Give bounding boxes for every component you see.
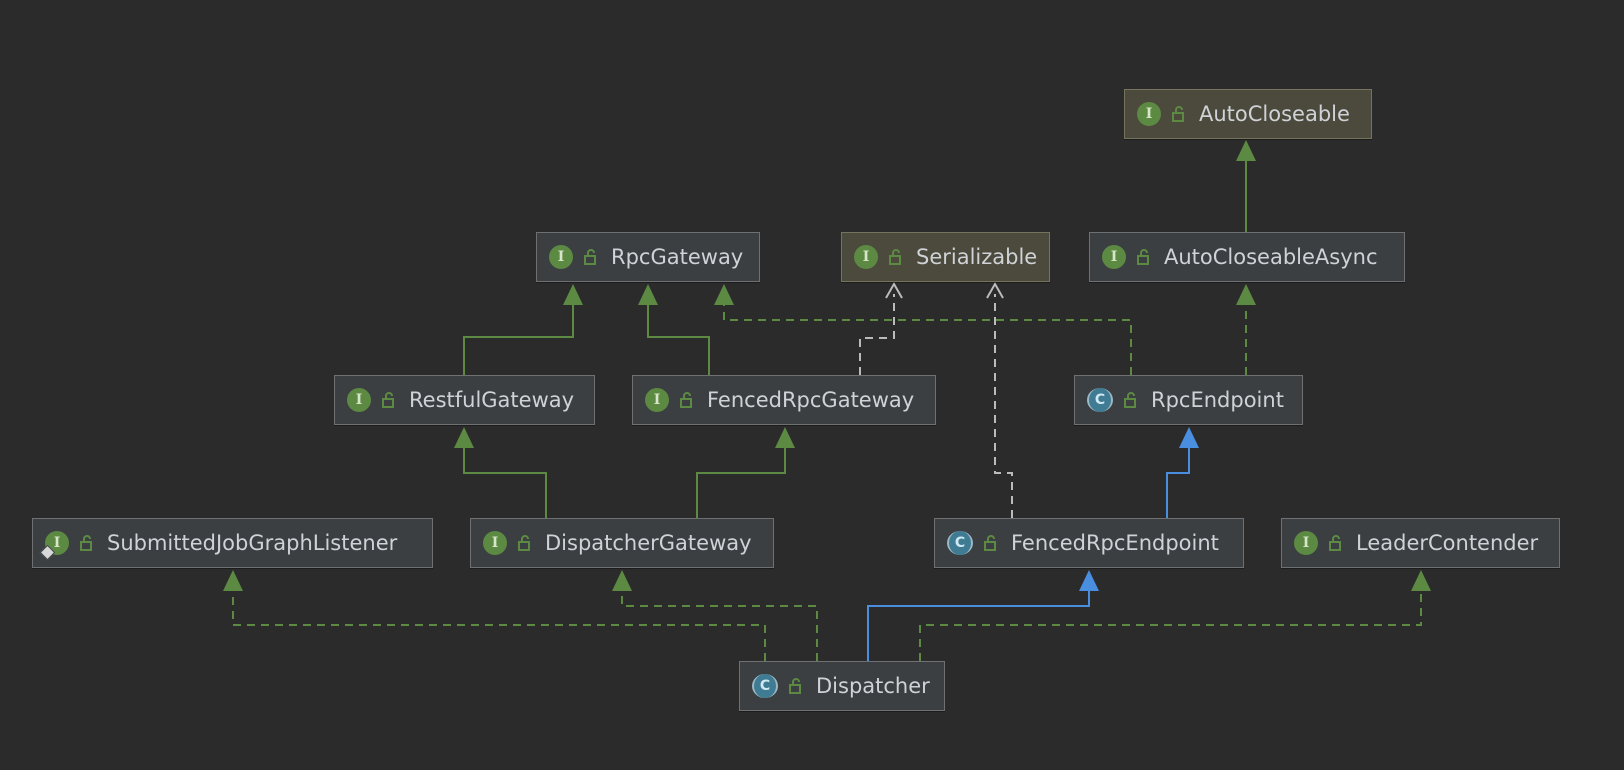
public-visibility-icon [1172, 106, 1184, 122]
arrowhead-serializable-right [986, 281, 1004, 299]
node-label: DispatcherGateway [545, 531, 752, 555]
edge-restfulgateway-to-rpcgateway [463, 294, 574, 375]
interface-icon: I [483, 531, 507, 555]
interface-icon: I [1102, 245, 1126, 269]
node-serializable[interactable]: I Serializable [841, 232, 1050, 282]
interface-icon: I [39, 531, 69, 561]
public-visibility-icon [1329, 535, 1341, 551]
node-fencedrpcgateway[interactable]: I FencedRpcGateway [632, 375, 936, 425]
arrowhead-serializable-left [885, 281, 903, 299]
interface-icon: I [549, 245, 573, 269]
abstract-class-icon: C [1087, 388, 1113, 412]
node-label: AutoCloseable [1199, 102, 1350, 126]
edge-fencedrpcendpoint-to-serializable [994, 294, 1013, 518]
node-label: AutoCloseableAsync [1164, 245, 1378, 269]
node-label: LeaderContender [1356, 531, 1539, 555]
arrowhead-rpcgateway-left [563, 284, 583, 305]
node-restfulgateway[interactable]: I RestfulGateway [334, 375, 595, 425]
node-label: RpcEndpoint [1151, 388, 1284, 412]
public-visibility-icon [382, 392, 394, 408]
node-dispatcher[interactable]: C Dispatcher [739, 661, 945, 711]
node-leadercontender[interactable]: I LeaderContender [1281, 518, 1560, 568]
arrowhead-submittedjobgraphlistener [223, 570, 243, 591]
edge-rpcendpoint-to-rpcgateway [723, 294, 1132, 375]
arrowhead-rpcgateway-right [714, 284, 734, 305]
edge-dispatcher-to-submittedjobgraphlistener [232, 580, 766, 661]
node-dispatchergateway[interactable]: I DispatcherGateway [470, 518, 774, 568]
arrowhead-restfulgateway [454, 427, 474, 448]
arrowhead-dispatchergateway [612, 570, 632, 591]
edge-fencedrpcgateway-to-rpcgateway [647, 294, 710, 375]
abstract-class-icon: C [752, 674, 778, 698]
node-label: Serializable [916, 245, 1038, 269]
kind-letter: I [53, 535, 61, 551]
arrowhead-autocloseable [1236, 140, 1256, 161]
node-label: RestfulGateway [409, 388, 575, 412]
abstract-class-icon: C [947, 531, 973, 555]
interface-icon: I [854, 245, 878, 269]
arrowhead-autocloseableasync [1236, 284, 1256, 305]
edge-dispatchergateway-to-restfulgateway [463, 437, 547, 518]
node-fencedrpcendpoint[interactable]: C FencedRpcEndpoint [934, 518, 1244, 568]
node-label: RpcGateway [611, 245, 744, 269]
interface-icon: I [1137, 102, 1161, 126]
node-label: Dispatcher [816, 674, 930, 698]
edge-dispatchergateway-to-fencedrpcgateway [696, 437, 786, 518]
arrowhead-rpcgateway-mid [638, 284, 658, 305]
arrowhead-rpcendpoint [1179, 427, 1199, 448]
arrowhead-leadercontender [1411, 570, 1431, 591]
public-visibility-icon [1137, 249, 1149, 265]
node-submittedjobgraphlistener[interactable]: I SubmittedJobGraphListener [32, 518, 433, 568]
node-autocloseable[interactable]: I AutoCloseable [1124, 89, 1372, 139]
public-visibility-icon [789, 678, 801, 694]
interface-icon: I [347, 388, 371, 412]
node-rpcgateway[interactable]: I RpcGateway [536, 232, 760, 282]
public-visibility-icon [1124, 392, 1136, 408]
node-rpcendpoint[interactable]: C RpcEndpoint [1074, 375, 1303, 425]
public-visibility-icon [80, 535, 92, 551]
public-visibility-icon [518, 535, 530, 551]
edge-fencedrpcgateway-to-serializable [859, 294, 895, 375]
node-autocloseableasync[interactable]: I AutoCloseableAsync [1089, 232, 1405, 282]
public-visibility-icon [680, 392, 692, 408]
node-label: FencedRpcEndpoint [1011, 531, 1219, 555]
arrowhead-fencedrpcgateway [775, 427, 795, 448]
edge-fencedrpcendpoint-to-rpcendpoint [1166, 437, 1190, 518]
public-visibility-icon [889, 249, 901, 265]
edge-dispatcher-to-dispatchergateway [621, 580, 818, 661]
public-visibility-icon [984, 535, 996, 551]
public-visibility-icon [584, 249, 596, 265]
edge-dispatcher-to-leadercontender [919, 580, 1422, 661]
node-label: FencedRpcGateway [707, 388, 915, 412]
node-label: SubmittedJobGraphListener [107, 531, 398, 555]
arrowhead-fencedrpcendpoint [1079, 570, 1099, 591]
interface-icon: I [1294, 531, 1318, 555]
interface-icon: I [645, 388, 669, 412]
edge-dispatcher-to-fencedrpcendpoint [867, 580, 1090, 661]
